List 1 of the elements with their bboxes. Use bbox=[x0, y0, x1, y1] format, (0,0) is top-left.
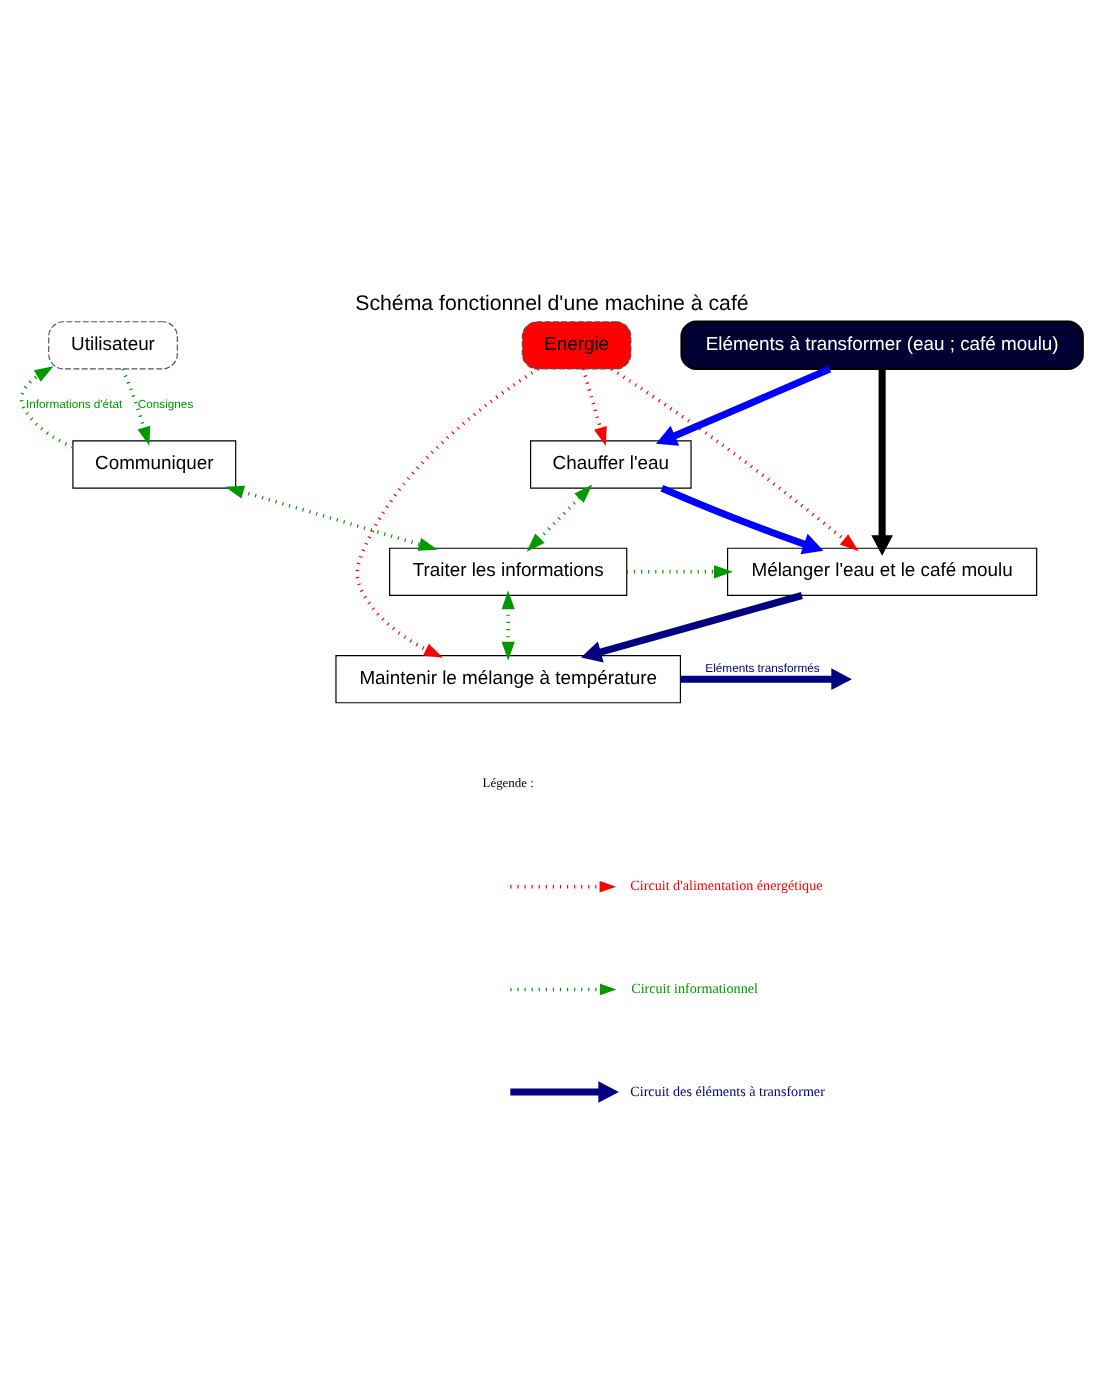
diagram-title: Schéma fonctionnel d'une machine à café bbox=[355, 291, 749, 316]
